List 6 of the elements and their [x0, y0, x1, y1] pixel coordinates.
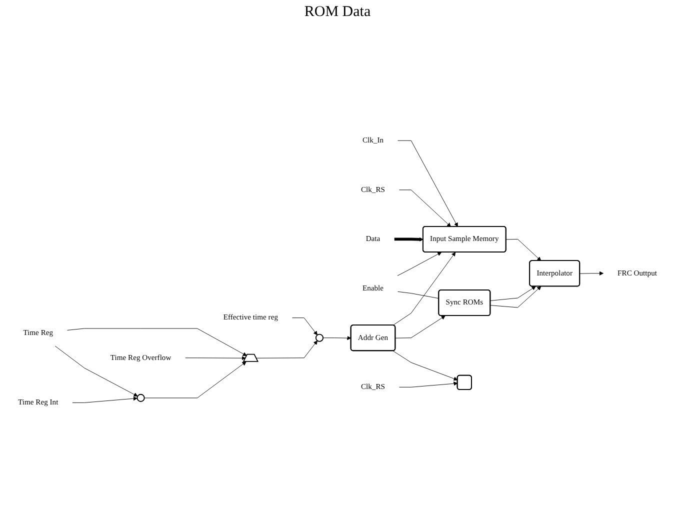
node-trapezoid: [242, 354, 259, 362]
connector: [398, 292, 440, 299]
arrow: [394, 238, 424, 242]
node-circle: [315, 334, 324, 342]
node-circle: [136, 394, 145, 402]
signal-label: ROM Data: [304, 4, 371, 20]
